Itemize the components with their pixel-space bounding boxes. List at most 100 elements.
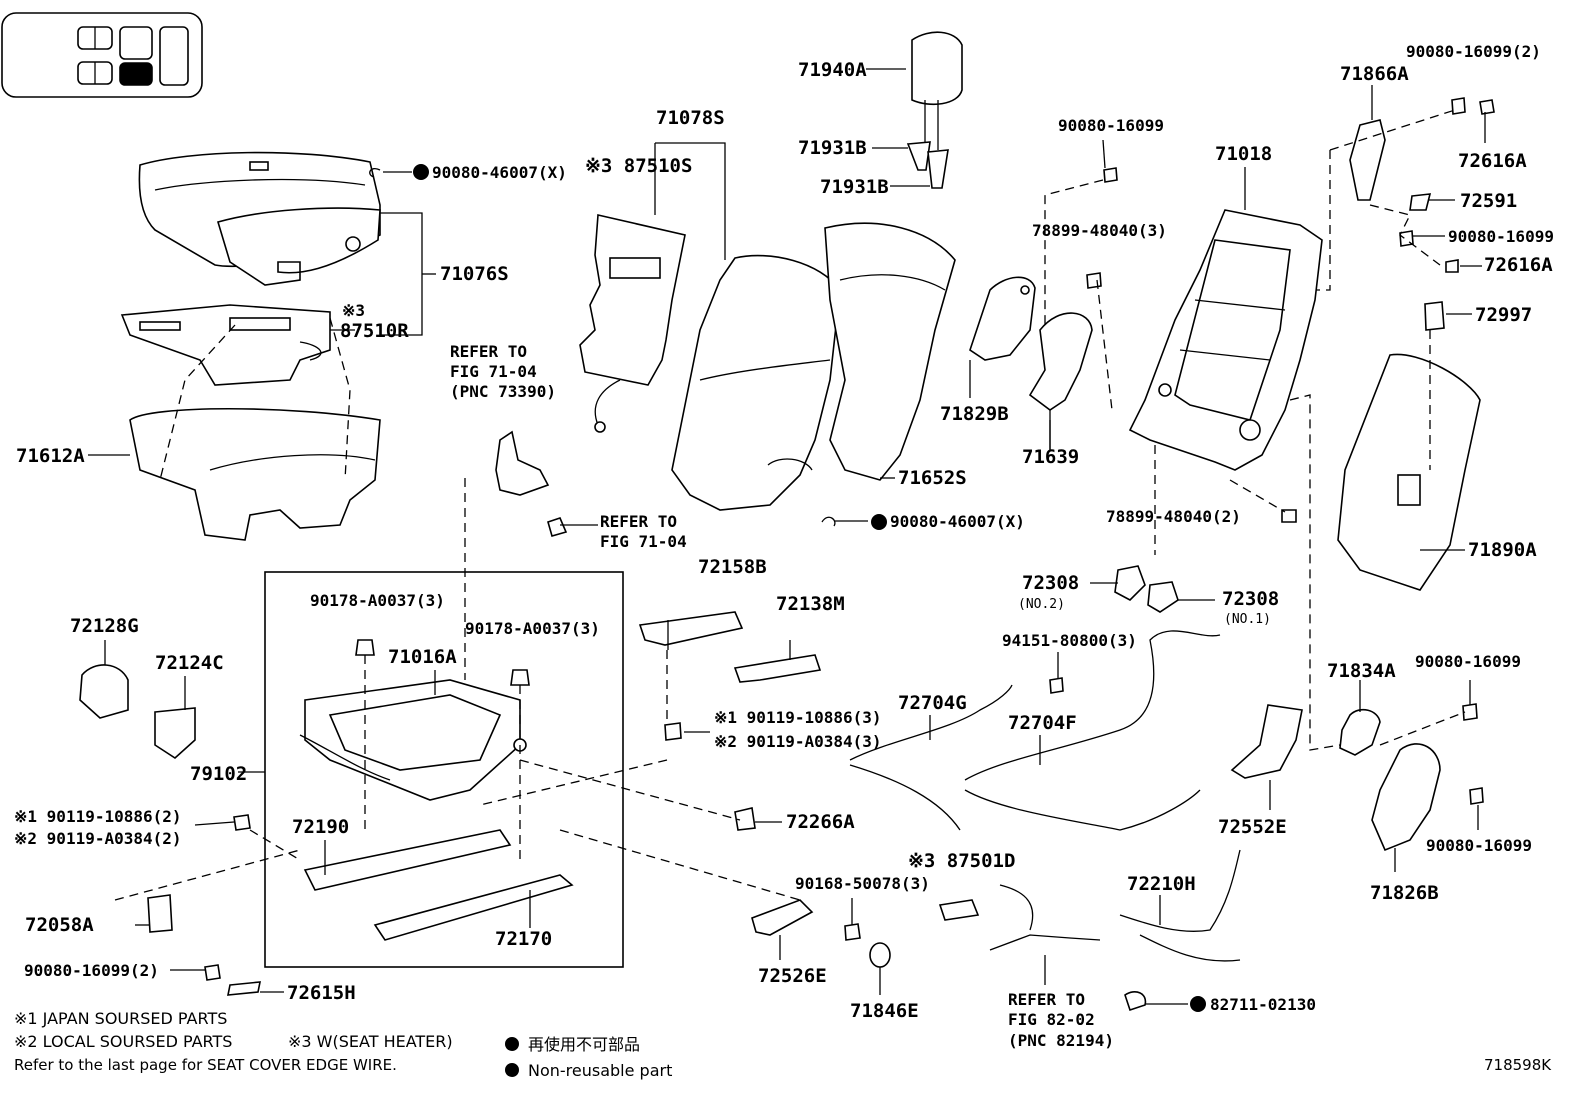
seat-cushion-pad [129, 407, 381, 541]
label-71940A: 71940A [798, 59, 867, 81]
label-71076S: 71076S [440, 263, 509, 285]
recliner-cover [1349, 119, 1386, 201]
label-72266A: 72266A [786, 811, 855, 833]
label-87510R: 87510R [340, 320, 409, 342]
label-90080-16099-br2: 90080-16099 [1426, 836, 1532, 855]
label-72308-no1-sub: (NO.1) [1224, 612, 1271, 627]
hinge-cover [1339, 708, 1381, 756]
seatback-frame [1128, 209, 1323, 471]
legend-bullet-jp [505, 1037, 519, 1051]
label-71612A: 71612A [16, 445, 85, 467]
label-90119-left-2: ※2 90119-A0384(2) [14, 829, 182, 848]
highlighted-seat-marker [119, 62, 153, 86]
legend-bullet-en [505, 1063, 519, 1077]
label-72138M: 72138M [776, 593, 845, 615]
label-72190: 72190 [292, 816, 349, 838]
label-78899-48040-3: 78899-48040(3) [1032, 221, 1167, 240]
label-90168: 90168-50078(3) [795, 874, 930, 893]
label-87510S: ※3 87510S [585, 155, 692, 177]
non-reusable-mark [871, 514, 887, 530]
seat-cushion-cover [138, 151, 381, 286]
label-72615H: 72615H [287, 982, 356, 1004]
label-90119-mid-1: ※1 90119-10886(3) [714, 708, 882, 727]
label-90080-16099-top: 90080-16099 [1058, 116, 1164, 135]
label-82711: 82711-02130 [1210, 995, 1316, 1014]
refer-fig-82-02-line1: REFER TO [1008, 990, 1085, 1009]
seatback-cover [671, 254, 841, 511]
label-72128G: 72128G [70, 615, 139, 637]
label-78899-48040-2: 78899-48040(2) [1106, 507, 1241, 526]
label-72552E: 72552E [1218, 816, 1287, 838]
label-72158B: 72158B [698, 556, 767, 578]
label-71890A: 71890A [1468, 539, 1537, 561]
track-cover-rear [154, 707, 196, 760]
label-90080-16099-r: 90080-16099 [1448, 227, 1554, 246]
label-87510R-note: ※3 [342, 301, 365, 320]
label-90119-mid-2: ※2 90119-A0384(3) [714, 732, 882, 751]
seatback-side-panel [969, 276, 1036, 361]
seat-track-left [303, 829, 512, 891]
track-cover-front [79, 664, 129, 719]
figure-code: 718598K [1484, 1056, 1552, 1074]
cap-71846E [869, 942, 891, 968]
label-71018: 71018 [1215, 143, 1272, 165]
bracket-72058A [147, 894, 173, 933]
seat-locator-inset [1, 12, 203, 98]
refer-fig-82-02-line3: (PNC 82194) [1008, 1031, 1114, 1050]
label-79102: 79102 [190, 763, 247, 785]
refer-fig-71-04-b-line1: REFER TO [600, 512, 677, 531]
label-72058A: 72058A [25, 914, 94, 936]
label-90080-46007-mid: 90080-46007(X) [890, 512, 1025, 531]
label-71078S: 71078S [656, 107, 725, 129]
label-90080-16099-2-top: 90080-16099(2) [1406, 42, 1541, 61]
label-72616A-2: 72616A [1484, 254, 1553, 276]
label-72704G: 72704G [898, 692, 967, 714]
track-cover-72158B [638, 611, 744, 646]
footnote-local-sourced: ※2 LOCAL SOURSED PARTS [14, 1032, 232, 1051]
non-reusable-mark [1190, 996, 1206, 1012]
label-72170: 72170 [495, 928, 552, 950]
refer-fig-71-04-b-line2: FIG 71-04 [600, 532, 687, 551]
label-72526E: 72526E [758, 965, 827, 987]
label-71834A: 71834A [1327, 660, 1396, 682]
label-94151: 94151-80800(3) [1002, 631, 1137, 650]
legend-non-reusable-en: Non-reusable part [528, 1061, 672, 1080]
label-71652S: 71652S [898, 467, 967, 489]
seat-track-right [373, 874, 574, 941]
seatback-pad [824, 222, 956, 481]
refer-fig-71-04-a-line3: (PNC 73390) [450, 382, 556, 401]
footnote-seat-heater: ※3 W(SEAT HEATER) [288, 1032, 453, 1051]
refer-fig-82-02-line2: FIG 82-02 [1008, 1010, 1095, 1029]
seat-track-frame [299, 679, 527, 801]
label-90080-46007-top: 90080-46007(X) [432, 163, 567, 182]
label-90119-left-1: ※1 90119-10886(2) [14, 807, 182, 826]
side-cover [1371, 743, 1441, 852]
seat-track-group [264, 571, 624, 968]
label-71829B: 71829B [940, 403, 1009, 425]
label-72308-no2-sub: (NO.2) [1018, 597, 1065, 612]
label-90080-16099-2-left: 90080-16099(2) [24, 961, 159, 980]
label-90178-a: 90178-A0037(3) [310, 591, 445, 610]
label-71016A: 71016A [388, 646, 457, 668]
seatback-board [1028, 312, 1093, 411]
label-71866A: 71866A [1340, 63, 1409, 85]
label-90178-b: 90178-A0037(3) [465, 619, 600, 638]
label-71931B-2: 71931B [820, 176, 889, 198]
label-72124C: 72124C [155, 652, 224, 674]
lever-72526E [751, 899, 814, 936]
label-72704F: 72704F [1008, 712, 1077, 734]
footnote-japan-sourced: ※1 JAPAN SOURSED PARTS [14, 1009, 227, 1028]
seatback-back-board [1337, 353, 1481, 591]
label-87501D: ※3 87501D [908, 850, 1015, 872]
label-72210H: 72210H [1127, 873, 1196, 895]
label-71846E: 71846E [850, 1000, 919, 1022]
label-72308-no2: 72308 [1022, 572, 1079, 594]
track-cover-72138M [733, 654, 822, 683]
seat-heater-cushion [120, 304, 331, 386]
refer-fig-71-04-a-line2: FIG 71-04 [450, 362, 537, 381]
refer-fig-71-04-a-line1: REFER TO [450, 342, 527, 361]
label-71931B-1: 71931B [798, 137, 867, 159]
legend-non-reusable-jp: 再使用不可部品 [528, 1035, 640, 1054]
headrest [906, 31, 963, 189]
